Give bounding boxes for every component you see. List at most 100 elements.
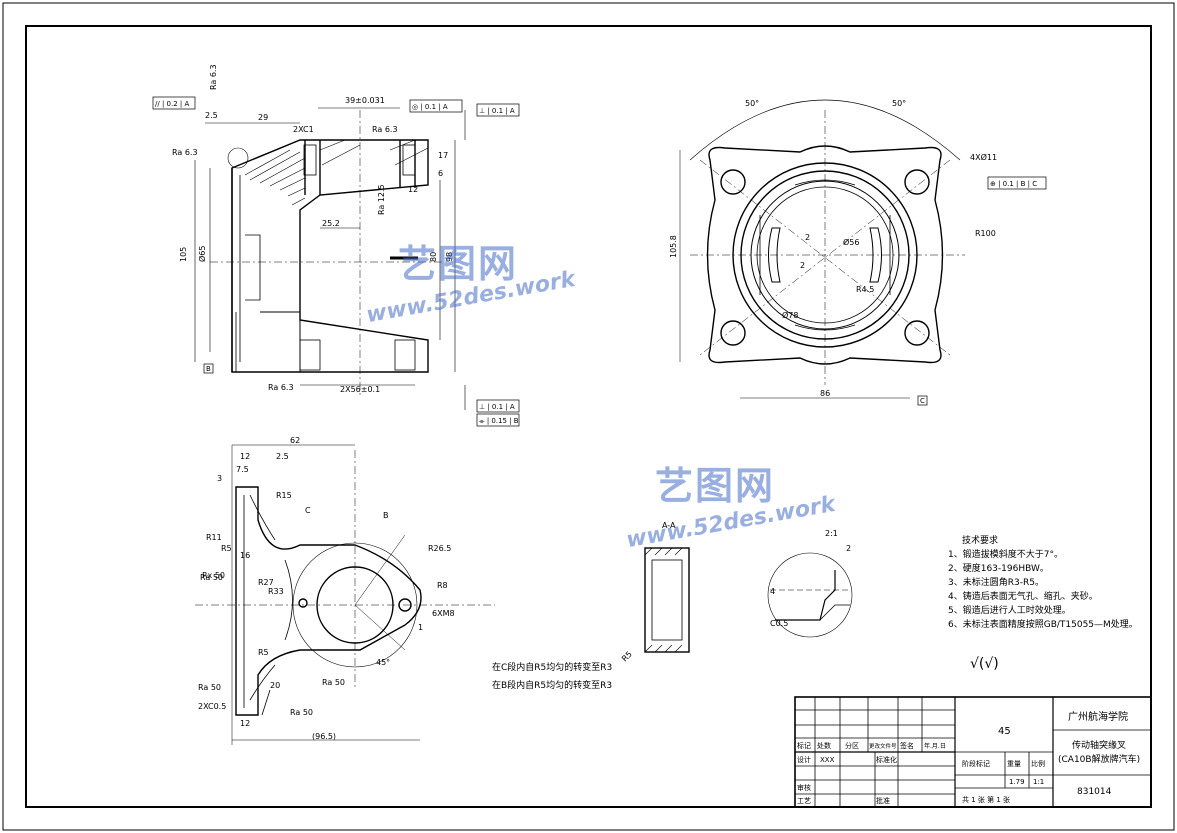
sheet-count: 共 1 张 第 1 张	[962, 795, 1010, 804]
note-item: 3、未标注圆角R3-R5。	[948, 576, 1044, 588]
header-label: 处数	[817, 741, 831, 750]
dim-label: 98	[445, 252, 454, 262]
dim-label: 12	[240, 719, 250, 728]
dim-label: 2.5	[276, 452, 289, 461]
dim-label: 62	[290, 436, 300, 445]
row-label: 审核	[797, 783, 811, 792]
dim-label: R5	[221, 544, 232, 553]
roughness-label: Ra 6.3	[372, 125, 398, 134]
tolerance-frame: ⊥ | 0.1 | A	[479, 107, 515, 115]
roughness-label: Ra 6.3	[209, 64, 218, 90]
material: 45	[998, 726, 1011, 737]
dim-label: 6XM8	[432, 609, 455, 618]
title-block-grid	[794, 696, 1152, 808]
transition-note-b: 在B段内自R5均匀的转变至R3	[492, 679, 612, 691]
note-item: 2、硬度163-196HBW。	[948, 562, 1049, 574]
dim-label: Ø65	[197, 246, 207, 262]
scale-value: 1:1	[1033, 778, 1044, 786]
header-label: 年.月.日	[924, 742, 946, 750]
dim-label: R100	[975, 229, 996, 238]
section-a-a	[644, 547, 690, 653]
front-section-view	[210, 110, 450, 395]
dim-label: 2	[846, 544, 851, 553]
note-item: 5、锻造后进行人工时效处理。	[948, 604, 1071, 616]
dim-label: 2	[800, 261, 805, 270]
section-a-a-label: A-A	[662, 521, 676, 530]
end-view-center-lines	[679, 99, 965, 399]
dim-label: 2.5	[205, 111, 218, 120]
dim-label: 2:1	[825, 529, 838, 538]
tolerance-frames: // | 0.2 | A ◎ | 0.1 | A ⊥ | 0.1 | A ⊥ |…	[152, 96, 1047, 427]
row-label: XXX	[820, 756, 835, 764]
dim-label: R5	[620, 650, 634, 664]
dim-label: 12	[408, 185, 418, 194]
header-label: 签名	[900, 741, 914, 750]
dim-label: 12	[240, 452, 250, 461]
dim-label: 105.8	[669, 235, 678, 258]
dim-label: Rx 50	[202, 571, 225, 580]
row-label: 标准化	[876, 755, 897, 764]
detail-view	[767, 552, 853, 638]
school-name: 广州航海学院	[1068, 710, 1128, 723]
row-label: 批准	[876, 796, 890, 805]
dim-label: C0.5	[770, 619, 788, 628]
inner-frame	[25, 25, 1152, 808]
tolerance-frame: ⊥ | 0.1 | A	[479, 403, 515, 411]
stage-label: 阶段标记	[962, 759, 990, 768]
dim-label: R8	[437, 581, 448, 590]
roughness-label: Ra 6.3	[268, 383, 294, 392]
part-name-sub: (CA10B解放牌汽车)	[1058, 753, 1140, 765]
row-label: 设计	[797, 755, 811, 764]
dim-label: 45°	[376, 658, 390, 667]
roughness-label: Ra 50	[290, 708, 313, 717]
dim-label: 20	[270, 681, 280, 690]
side-view-construction	[195, 444, 495, 745]
transition-note-c: 在C段内自R5均匀的转变至R3	[492, 661, 612, 673]
dim-label: 2	[805, 233, 810, 242]
dim-label: 25.2	[322, 219, 340, 228]
datum-c: C	[920, 397, 925, 405]
scale-label: 比例	[1031, 759, 1045, 768]
roughness-label: Ra 50	[198, 683, 221, 692]
surface-finish-symbol: √(√)	[970, 656, 999, 672]
roughness-label: Ra 50	[322, 678, 345, 687]
note-item: 4、铸造后表面无气孔、缩孔、夹砂。	[948, 590, 1098, 602]
datum-b: B	[206, 365, 211, 373]
header-label: 标记	[797, 741, 811, 750]
title-block: 45 广州航海学院 传动轴突缘叉 (CA10B解放牌汽车) 831014 标记 …	[797, 710, 1140, 805]
front-view-dimension-lines	[194, 107, 466, 410]
dim-label: 16	[240, 551, 250, 560]
notes-heading: 技术要求	[962, 534, 998, 546]
dimension-labels: 29 2.5 39±0.031 2XC1 17 6 12 25.2 105 Ø6…	[179, 96, 997, 741]
drawing-number: 831014	[1077, 787, 1112, 797]
roughness-label: Ra 6.3	[172, 148, 198, 157]
dim-label: 17	[438, 151, 448, 160]
dim-label: 7.5	[236, 465, 249, 474]
dim-label: B	[383, 511, 389, 520]
weight-value: 1.79	[1009, 778, 1025, 786]
dim-label: R27	[258, 578, 274, 587]
tolerance-frame: ◎ | 0.1 | A	[412, 103, 448, 111]
dim-label: 80	[429, 252, 438, 262]
dim-label: 3	[217, 474, 222, 483]
dim-label: R33	[268, 587, 284, 596]
dim-label: Ø78	[782, 310, 798, 320]
dim-label: 39±0.031	[345, 96, 385, 105]
transition-notes: 在C段内自R5均匀的转变至R3 在B段内自R5均匀的转变至R3	[492, 661, 612, 691]
dim-label: R15	[276, 491, 292, 500]
dim-label: R26.5	[428, 544, 451, 553]
dim-label: 50°	[745, 99, 759, 108]
datum-labels: B C	[203, 363, 928, 406]
tolerance-frame: ⊕ | 0.1 | B | C	[990, 180, 1037, 188]
dim-label: 4XØ11	[970, 152, 997, 162]
dim-label: 2XC0.5	[198, 702, 226, 711]
technical-requirements: 技术要求 1、锻造拔模斜度不大于7°。 2、硬度163-196HBW。 3、未标…	[948, 534, 1138, 672]
weight-label: 重量	[1007, 760, 1021, 768]
header-label: 更改文件号	[869, 742, 897, 750]
dim-label: R4.5	[856, 285, 874, 294]
dim-label: R5	[258, 648, 269, 657]
row-label: 工艺	[797, 797, 811, 805]
tolerance-frame: ⌯ | 0.15 | B	[479, 417, 519, 425]
